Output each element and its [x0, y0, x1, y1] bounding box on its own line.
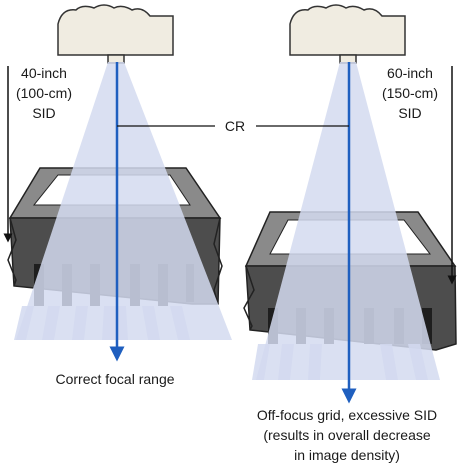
left-panel: 40-inch (100-cm) SID Correct focal range: [3, 4, 232, 387]
right-caption-line1: Off-focus grid, excessive SID: [257, 407, 437, 423]
left-caption: Correct focal range: [55, 371, 174, 387]
left-xray-beam: [16, 62, 232, 340]
left-sid-label-line1: 40-inch: [21, 65, 67, 81]
cr-label: CR: [225, 118, 245, 134]
right-caption-line2: (results in overall decrease: [263, 427, 431, 443]
right-xray-tube: [289, 4, 406, 64]
left-sid-label-line2: (100-cm): [16, 85, 72, 101]
left-xray-tube: [57, 4, 174, 64]
right-sid-label-line2: (150-cm): [382, 85, 438, 101]
cr-connector: CR: [117, 118, 349, 134]
right-panel: 60-inch (150-cm) SID Off-focus grid, exc…: [243, 4, 457, 463]
left-transmitted-beams: [14, 306, 190, 340]
left-sid-label-line3: SID: [32, 105, 55, 121]
right-sid-label-line3: SID: [398, 105, 421, 121]
right-sid-label-line1: 60-inch: [387, 65, 433, 81]
right-transmitted-beams: [252, 344, 428, 380]
right-caption-line3: in image density): [294, 447, 400, 463]
